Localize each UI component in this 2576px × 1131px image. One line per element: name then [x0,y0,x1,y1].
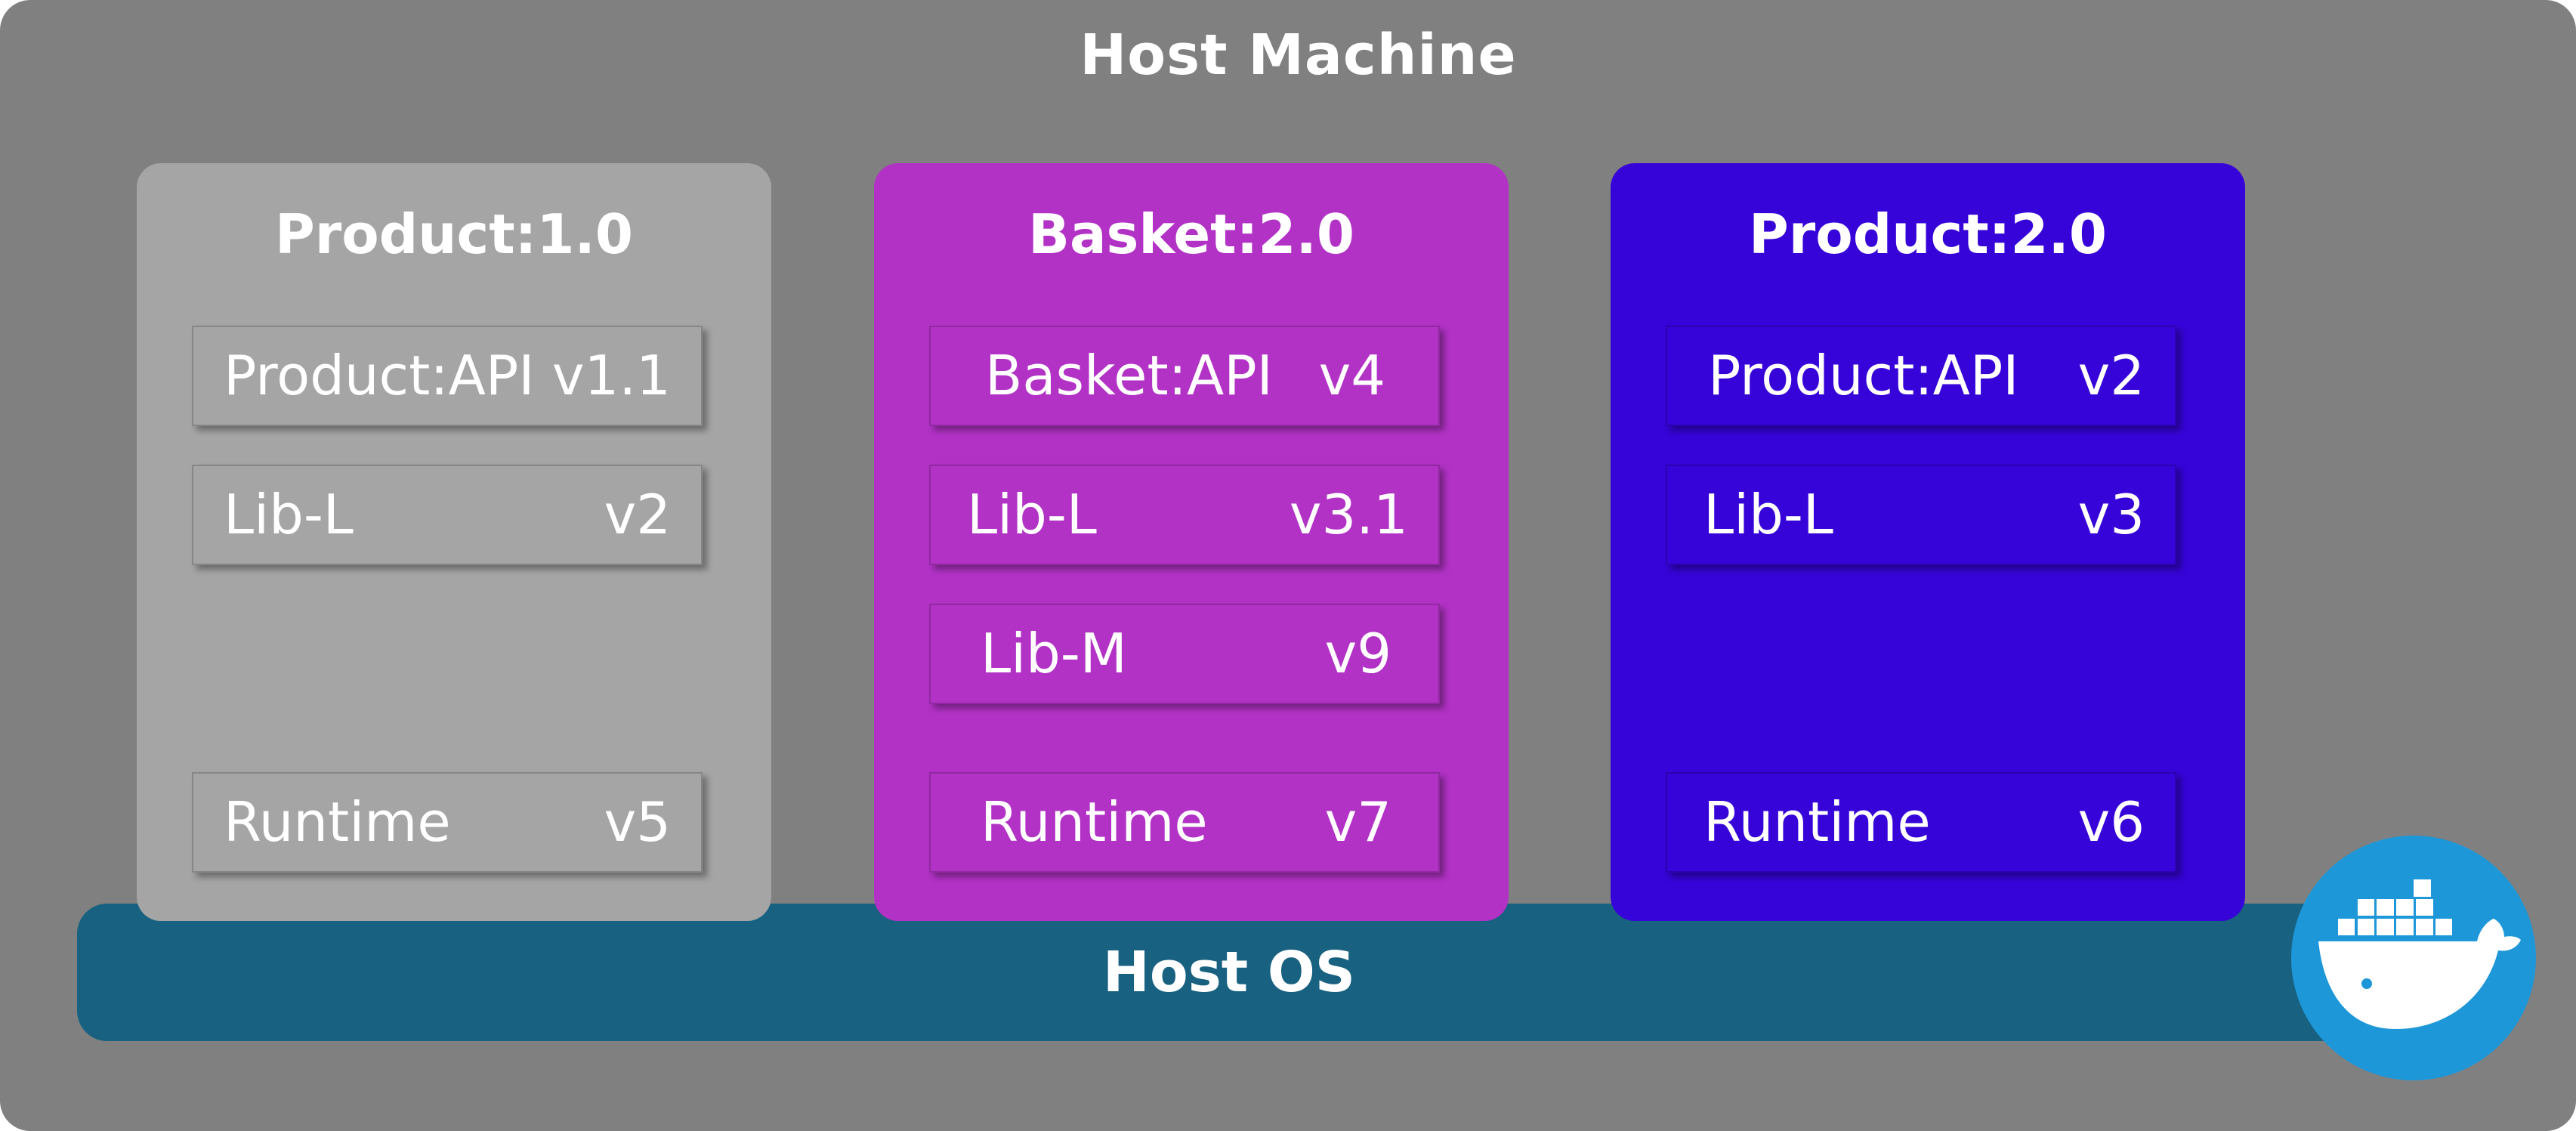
host-os: Host OS [77,904,2381,1041]
layer-name: Product:API [1708,344,2019,407]
container-product-1-0: Product:1.0 Product:API v1.1 Lib-L v2 Ru… [137,163,771,921]
container-basket-2-0: Basket:2.0 Basket:API v4 Lib-L v3.1 Lib-… [874,163,1509,921]
layer-version: v2 [2077,344,2145,407]
container-title: Product:1.0 [275,202,633,266]
layer-version: v7 [1324,790,1391,854]
layer-name: Product:API [224,344,535,407]
layer-name: Lib-L [967,483,1097,546]
layer-version: v9 [1324,622,1391,685]
layer-name: Lib-M [981,622,1127,685]
layer-version: v6 [2077,790,2145,854]
layer-version: v3 [2077,483,2145,546]
docker-whale-icon [2291,836,2536,1080]
container-product-2-0: Product:2.0 Product:API v2 Lib-L v3 Runt… [1611,163,2245,921]
layer-name: Runtime [981,790,1208,854]
host-os-label: Host OS [1102,940,1356,1005]
layer-lib-l: Lib-L v3.1 [929,465,1440,565]
layer-version: v3.1 [1289,483,1408,546]
layer-name: Basket:API [985,344,1273,407]
layer-runtime: Runtime v5 [192,772,703,873]
layer-name: Runtime [1703,790,1931,854]
layer-lib-l: Lib-L v3 [1666,465,2176,565]
layer-version: v5 [604,790,671,854]
container-title: Product:2.0 [1749,202,2107,266]
layer-lib-m: Lib-M v9 [929,604,1440,704]
layer-name: Lib-L [1703,483,1833,546]
layer-basket-api: Basket:API v4 [929,326,1440,426]
layer-name: Runtime [224,790,451,854]
layer-name: Lib-L [224,483,354,546]
layer-runtime: Runtime v7 [929,772,1440,873]
layer-product-api: Product:API v2 [1666,326,2176,426]
layer-version: v2 [604,483,671,546]
layer-product-api: Product:API v1.1 [192,326,703,426]
layer-version: v4 [1318,344,1385,407]
layer-runtime: Runtime v6 [1666,772,2176,873]
layer-lib-l: Lib-L v2 [192,465,703,565]
layer-version: v1.1 [551,344,671,407]
container-title: Basket:2.0 [1028,202,1354,266]
host-machine-label: Host Machine [1080,23,1517,88]
